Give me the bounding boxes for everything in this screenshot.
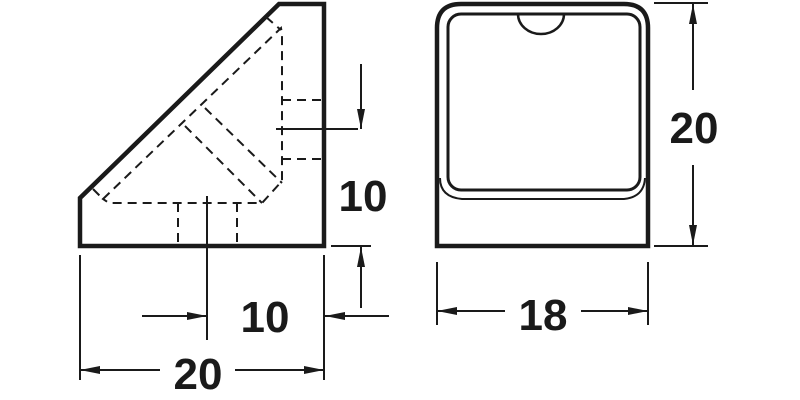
front-view-notch xyxy=(516,13,566,36)
side-view-hidden-lines xyxy=(92,16,324,246)
front-view-outline xyxy=(434,1,651,249)
dim-front-width: 18 xyxy=(519,291,568,340)
dimension-lines xyxy=(79,2,708,380)
dim-side-hole-vertical: 10 xyxy=(339,172,388,221)
dim-front-height: 20 xyxy=(670,104,719,153)
dim-side-width: 20 xyxy=(174,350,223,399)
side-view xyxy=(77,1,358,340)
front-view xyxy=(434,1,651,249)
dimension-labels: 20 10 10 18 20 xyxy=(174,104,719,399)
dim-side-hole-horizontal: 10 xyxy=(241,293,290,342)
front-view-recess xyxy=(446,12,642,192)
side-view-outline xyxy=(77,1,327,249)
front-view-frame xyxy=(439,177,646,200)
